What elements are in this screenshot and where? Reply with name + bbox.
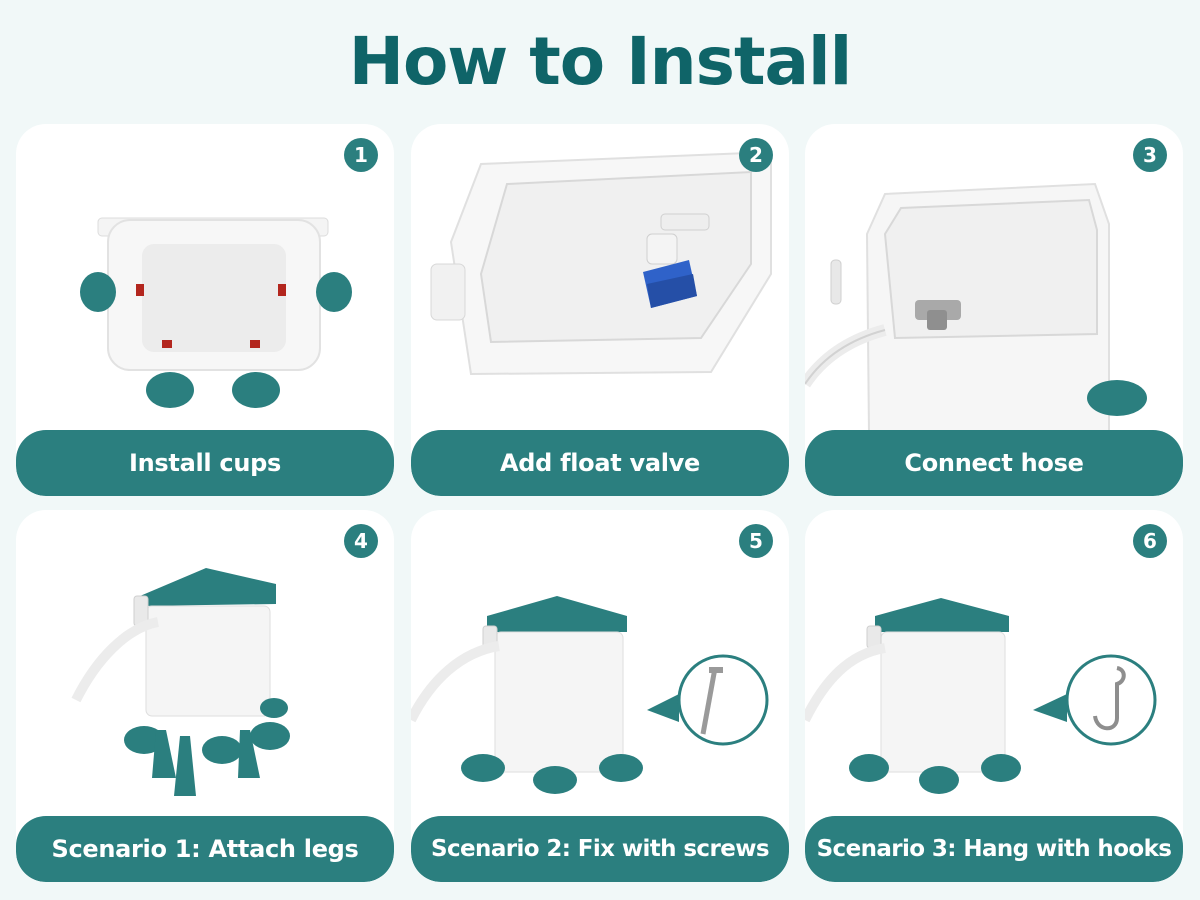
step-label: Scenario 2: Fix with screws [411, 816, 789, 882]
step-number-badge: 5 [739, 524, 773, 558]
page-title: How to Install [348, 23, 853, 100]
step-label: Connect hose [805, 430, 1183, 496]
step-label: Scenario 1: Attach legs [16, 816, 394, 882]
step-label: Scenario 3: Hang with hooks [805, 816, 1183, 882]
float-valve-illustration [430, 150, 772, 376]
step-number-badge: 4 [344, 524, 378, 558]
step-number-badge: 2 [739, 138, 773, 172]
step-card-4: 4 Scenario 1: Attach legs [16, 510, 394, 882]
attach-legs-illustration [71, 568, 290, 796]
step-number-badge: 1 [344, 138, 378, 172]
step-card-2: 2 Add float valve [411, 124, 789, 496]
step-number-badge: 6 [1133, 524, 1167, 558]
step-label: Install cups [16, 430, 394, 496]
hang-with-hooks-illustration [805, 598, 1157, 794]
step-card-6: 6 Scenario 3: Hang with hooks [805, 510, 1183, 882]
step-number-badge: 3 [1133, 138, 1167, 172]
install-cups-illustration [80, 217, 352, 408]
step-card-3: 3 Connect hose [805, 124, 1183, 496]
connect-hose-illustration [805, 182, 1147, 434]
step-label: Add float valve [411, 430, 789, 496]
step-card-5: 5 Scenario 2: Fix with screws [411, 510, 789, 882]
fix-with-screws-illustration [411, 596, 769, 794]
step-card-1: 1 Install cups [16, 124, 394, 496]
